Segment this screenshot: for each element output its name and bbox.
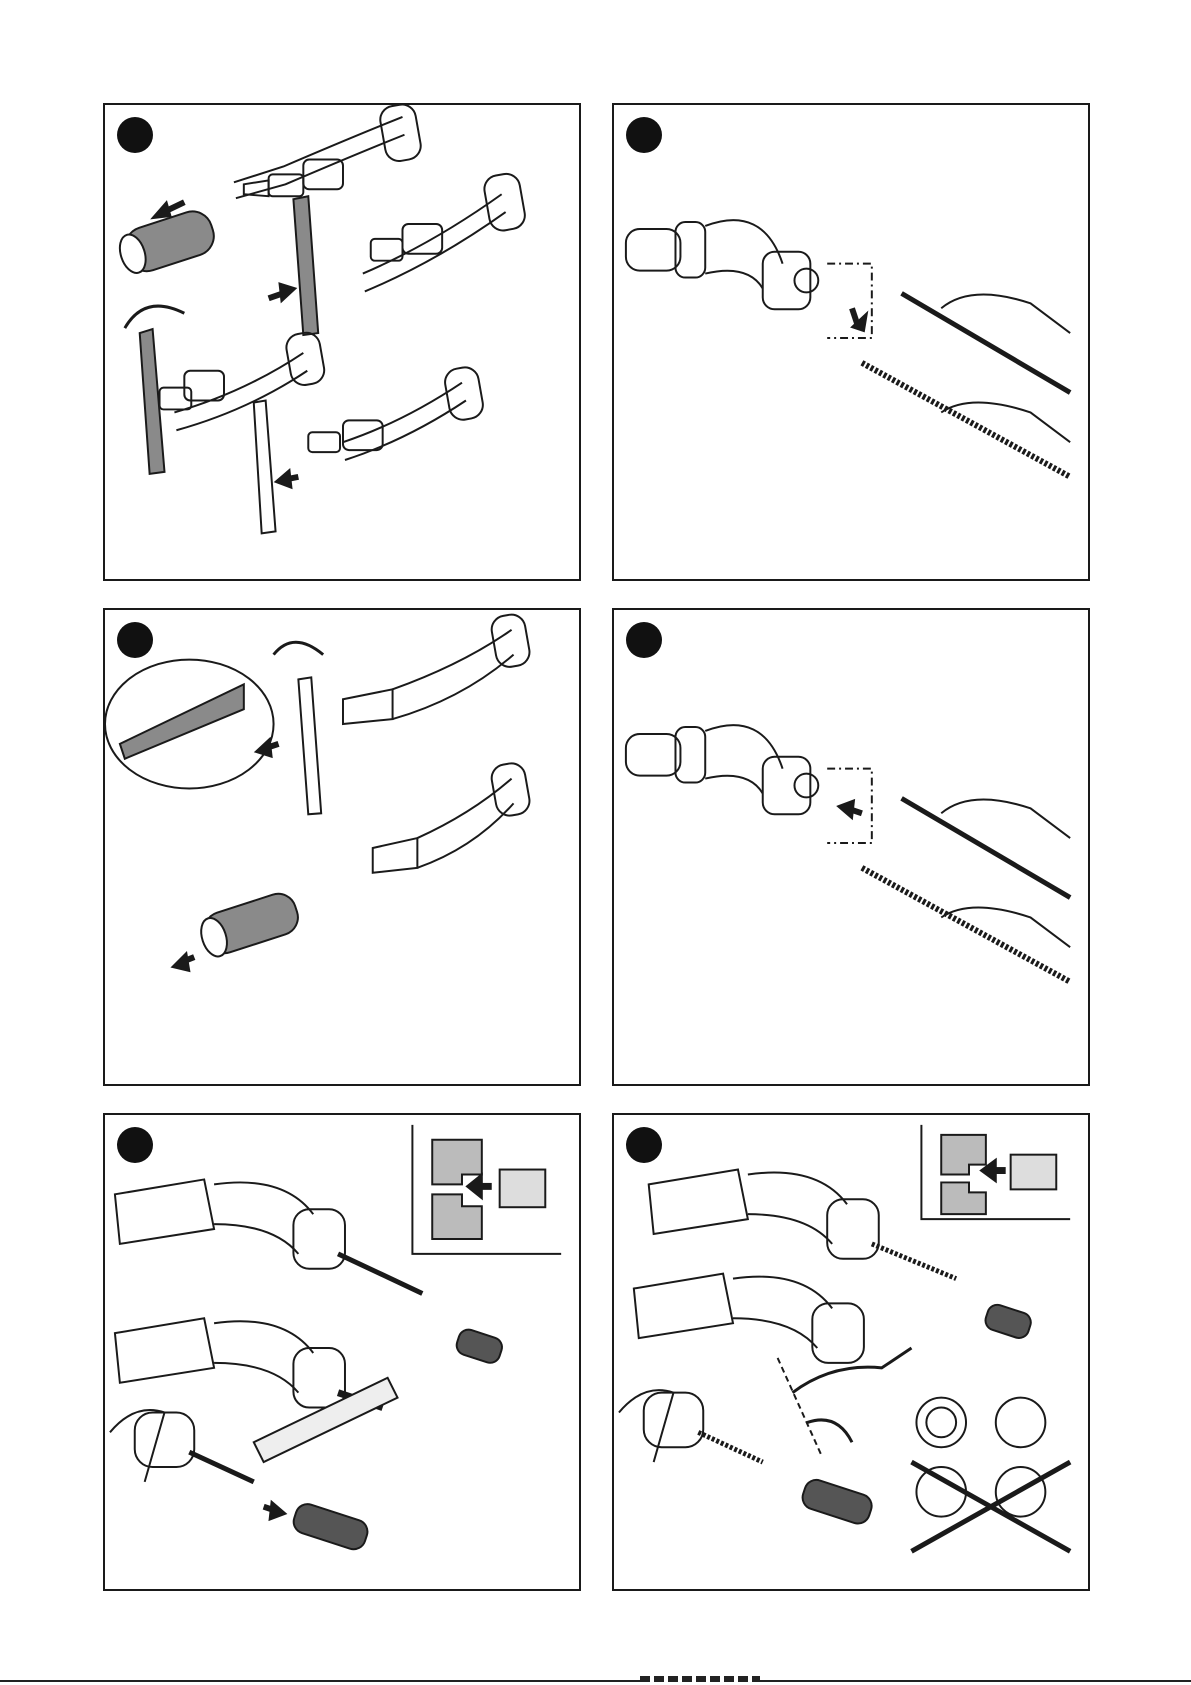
panel-step-6 — [612, 1113, 1090, 1591]
torch-disassembly-illustration — [105, 105, 579, 579]
panel-step-1 — [103, 103, 581, 581]
liner-insertion-illustration — [614, 610, 1088, 1084]
tip-reassembly-illustration — [105, 610, 579, 1084]
spring-liner-fitting-illustration — [614, 1115, 1088, 1589]
panel-step-5 — [103, 1113, 581, 1591]
panel-step-2 — [612, 103, 1090, 581]
panel-step-4 — [612, 608, 1090, 1086]
panel-step-3 — [103, 608, 581, 1086]
footer-rule — [0, 1680, 1191, 1682]
footer-code-mark — [640, 1676, 760, 1682]
liner-cutting-illustration — [105, 1115, 579, 1589]
liner-removal-illustration — [614, 105, 1088, 579]
